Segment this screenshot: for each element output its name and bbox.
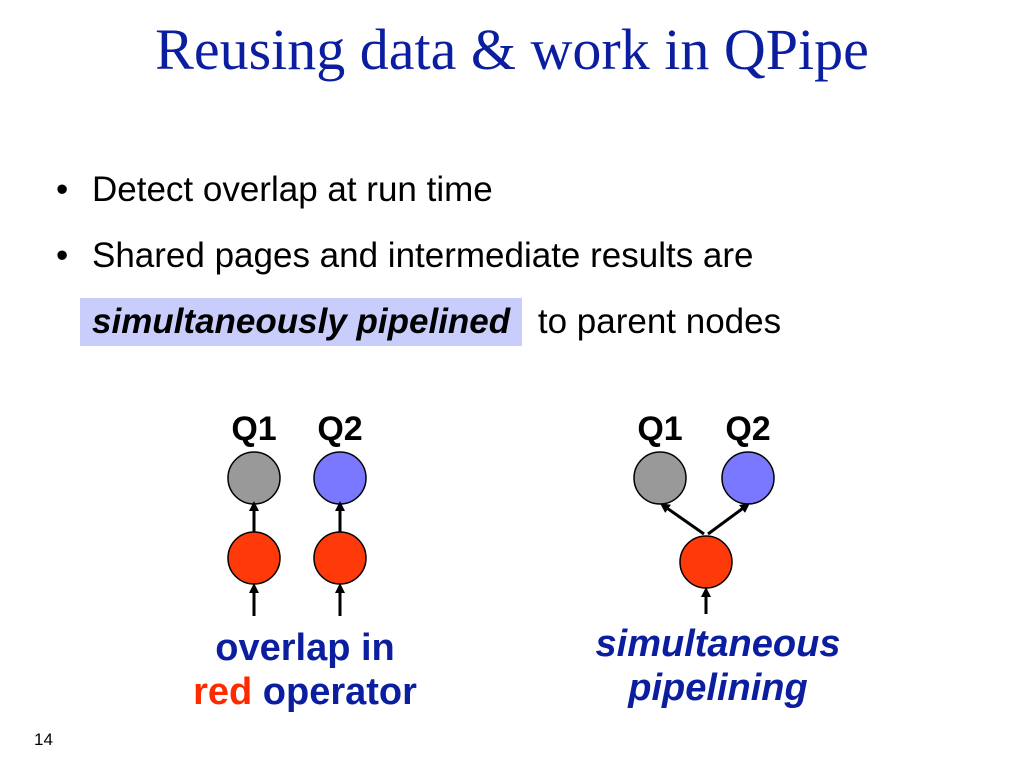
arrow-right-to-q2 xyxy=(707,503,751,536)
right-q2-node xyxy=(721,451,775,505)
left-caption-line2: red operator xyxy=(193,671,417,713)
left-red-operator-2 xyxy=(313,531,367,585)
bullet-text: Detect overlap at run time xyxy=(92,170,493,209)
right-caption-line1: simultaneous xyxy=(596,623,841,665)
bullet-text-rest: to parent nodes xyxy=(537,302,782,341)
left-q2-node xyxy=(313,451,367,505)
right-caption-line2: pipelining xyxy=(627,667,807,709)
bullet-item: • Detect overlap at run time xyxy=(56,168,996,212)
bullet-marker: • xyxy=(56,170,69,209)
left-diagram: Q1 Q2 overlap in red operator xyxy=(193,410,417,713)
bullet-item: • Shared pages and intermediate results … xyxy=(56,234,996,346)
right-q2-label: Q2 xyxy=(725,410,770,448)
right-diagram: Q1 Q2 simultaneous pipelining xyxy=(596,410,841,709)
bullet-text: Shared pages and intermediate results ar… xyxy=(92,236,754,275)
left-caption-line1: overlap in xyxy=(215,627,395,669)
caption-red-word: red xyxy=(193,671,252,713)
bullet-continuation: simultaneously pipelined to parent nodes xyxy=(80,298,996,346)
left-q1-label: Q1 xyxy=(231,410,276,448)
arrow-right-to-q1 xyxy=(659,503,705,536)
right-q1-node xyxy=(633,451,687,505)
highlighted-phrase: simultaneously pipelined xyxy=(80,298,523,346)
right-q1-label: Q1 xyxy=(637,410,682,448)
left-q2-label: Q2 xyxy=(317,410,362,448)
bullet-marker: • xyxy=(56,236,69,275)
bullet-list: • Detect overlap at run time • Shared pa… xyxy=(56,168,996,368)
slide-title: Reusing data & work in QPipe xyxy=(155,17,869,82)
caption-operator-word: operator xyxy=(263,671,417,713)
left-red-operator-1 xyxy=(227,531,281,585)
page-number: 14 xyxy=(34,730,53,749)
right-shared-red-operator xyxy=(679,535,733,589)
left-q1-node xyxy=(227,451,281,505)
